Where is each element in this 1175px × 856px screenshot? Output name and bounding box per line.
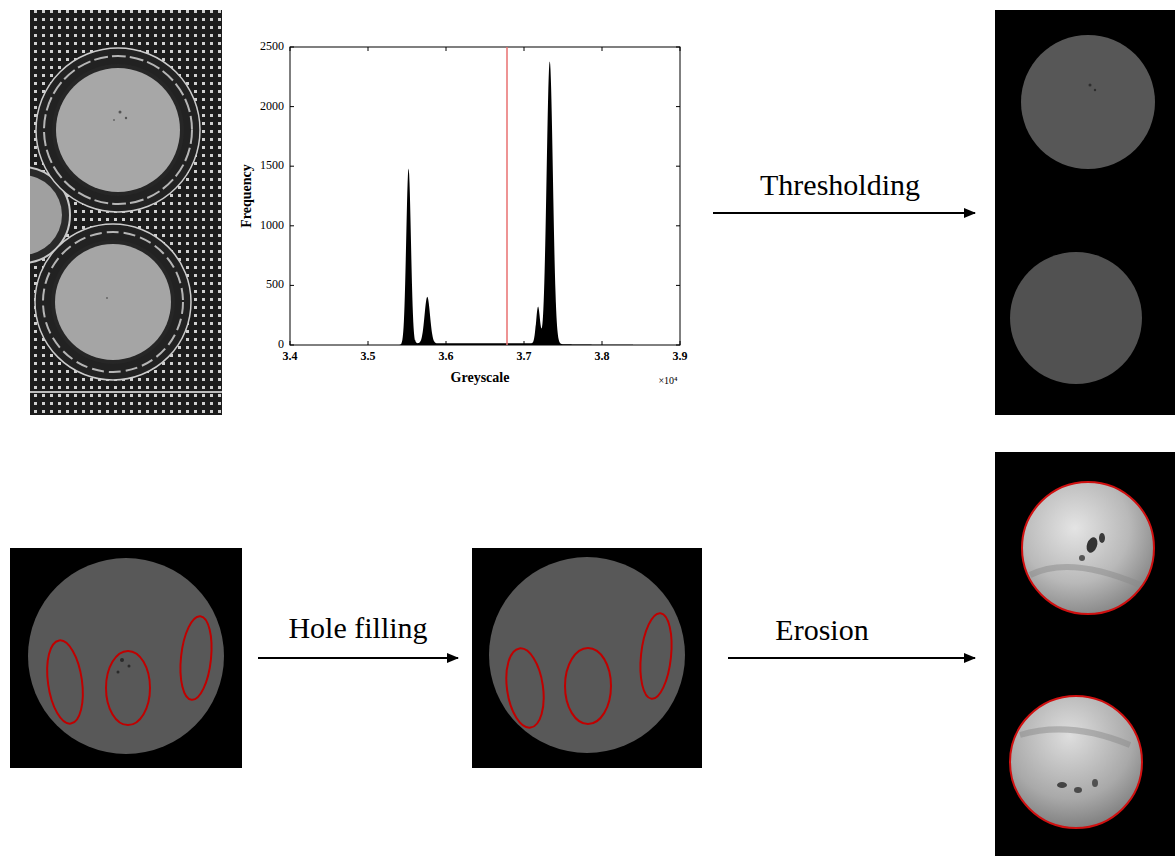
strut-ring (36, 48, 200, 212)
pore (1085, 536, 1100, 554)
pore (1079, 555, 1085, 561)
tick-label: 2500 (260, 40, 284, 54)
axis-multiplier: ×10⁴ (658, 375, 677, 387)
tick-mark (676, 47, 680, 48)
texture-streak (1030, 567, 1140, 585)
plate-edge (30, 391, 222, 393)
tick-mark (290, 285, 294, 286)
tick-mark (676, 285, 680, 286)
axis-ticks (290, 47, 680, 345)
tick-mark (602, 341, 603, 345)
pore (120, 658, 124, 662)
pore (117, 671, 120, 674)
highlight-ellipse (502, 646, 549, 730)
partial-strut-core (30, 175, 62, 255)
tick-label: 3.5 (361, 350, 376, 364)
tick-label: 2000 (260, 100, 284, 114)
strut-ring (44, 56, 192, 204)
process-arrow (728, 657, 975, 659)
strut-gap (52, 64, 184, 196)
highlight-ellipse (565, 648, 611, 724)
pore (1094, 89, 1096, 91)
pore (1089, 84, 1092, 87)
strut-section (55, 244, 171, 360)
tick-mark (290, 106, 294, 107)
strut-gap (51, 240, 175, 364)
thresholded-image (995, 10, 1175, 415)
strut-section (56, 68, 180, 192)
highlight-ellipse (106, 651, 150, 725)
histogram-area (384, 62, 649, 345)
plot-box (290, 47, 680, 345)
highlight-ellipse (637, 612, 676, 701)
pore (1092, 779, 1098, 787)
tick-mark (368, 47, 369, 51)
highlight-ellipse (42, 638, 87, 726)
pore (1099, 533, 1105, 543)
process-arrow (713, 212, 975, 214)
strut-texture (1010, 696, 1142, 828)
tick-label: 1500 (260, 159, 284, 173)
strut-mask (1021, 35, 1155, 169)
tick-mark (680, 341, 681, 345)
tick-mark (446, 47, 447, 51)
strut-texture (1022, 482, 1154, 614)
tick-mark (676, 106, 680, 107)
tick-mark (290, 47, 291, 51)
tick-mark (290, 166, 294, 167)
tick-mark (676, 225, 680, 226)
strut-mask (489, 557, 685, 753)
tick-label: 500 (266, 278, 284, 292)
tick-mark (602, 47, 603, 51)
tick-mark (680, 47, 681, 51)
highlight-ellipse (177, 615, 216, 702)
tick-mark (290, 345, 294, 346)
strut-ring (35, 224, 191, 380)
step-label: Erosion (775, 613, 868, 648)
texture-streak (1020, 729, 1130, 745)
process-arrow (258, 657, 458, 659)
image-background (995, 10, 1175, 415)
after-fill-image (472, 548, 702, 768)
pore (106, 297, 108, 299)
image-background (995, 452, 1175, 856)
step-label: Thresholding (760, 168, 920, 203)
pore (125, 117, 127, 119)
pore (1057, 782, 1067, 788)
step-label: Hole filling (288, 611, 427, 646)
image-background (472, 548, 702, 768)
pore (1074, 787, 1082, 793)
pore (113, 119, 115, 121)
pore (128, 665, 131, 668)
axis-title: Greyscale (451, 370, 510, 386)
histogram-bars (384, 62, 649, 345)
strut-mask (28, 558, 224, 754)
tick-mark (676, 166, 680, 167)
tick-label: 1000 (260, 219, 284, 233)
ct-slice-image (30, 10, 222, 415)
tick-label: 3.9 (673, 350, 688, 364)
strut-mask (1010, 252, 1142, 384)
image-background (10, 548, 242, 768)
tick-mark (290, 47, 294, 48)
threshold-line (506, 47, 508, 345)
before-fill-image (10, 548, 242, 768)
tick-mark (368, 341, 369, 345)
tick-mark (524, 47, 525, 51)
tick-mark (290, 225, 294, 226)
histogram-frame (290, 47, 680, 345)
tick-mark (676, 345, 680, 346)
eroded-image (995, 452, 1175, 856)
tick-label: 3.7 (517, 350, 532, 364)
strut-ring (43, 232, 183, 372)
tick-label: 3.8 (595, 350, 610, 364)
pore (119, 111, 122, 114)
tick-mark (290, 341, 291, 345)
tick-label: 3.6 (439, 350, 454, 364)
tick-label: 3.4 (283, 350, 298, 364)
axis-title: Frequency (239, 164, 255, 228)
